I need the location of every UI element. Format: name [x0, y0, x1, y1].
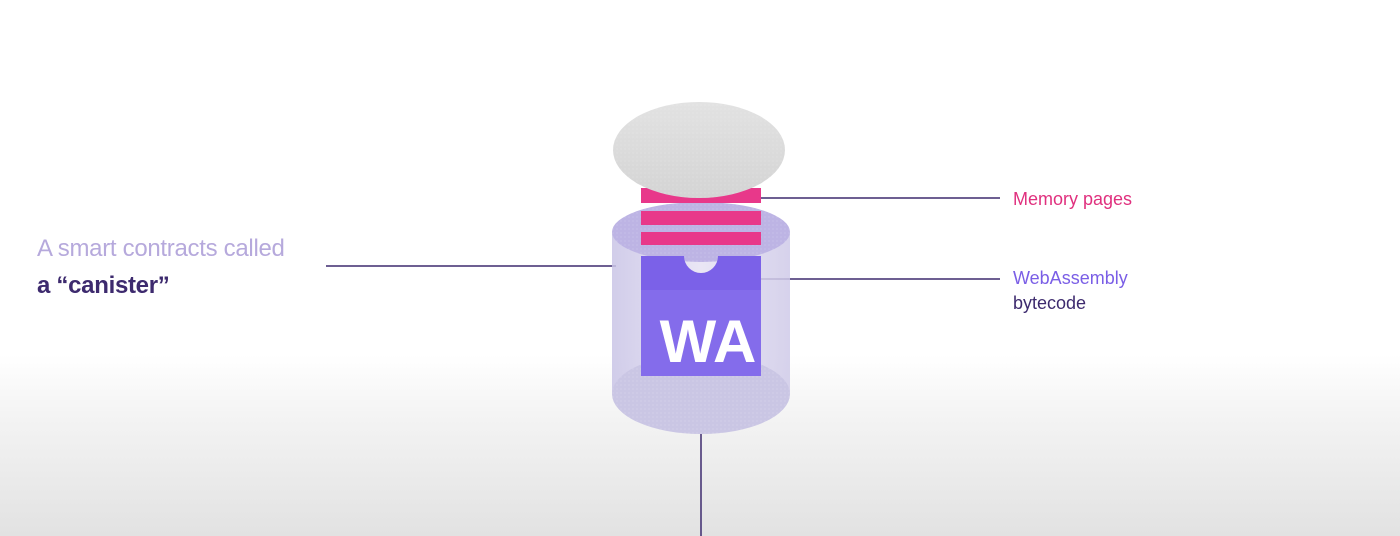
memory-page-bar: [641, 232, 761, 245]
wasm-block: [641, 256, 761, 376]
wasm-label-line1: WebAssembly: [1013, 268, 1128, 288]
memory-pages-label: Memory pages: [1013, 189, 1133, 209]
wasm-logo-text: WA: [660, 308, 757, 375]
memory-page-bar: [641, 211, 761, 225]
wasm-label-line2: bytecode: [1013, 293, 1087, 313]
canister-lid: [613, 102, 785, 198]
canister-title-line1: A smart contracts called: [37, 235, 285, 262]
canister-title-line2: a “canister”: [37, 272, 170, 299]
